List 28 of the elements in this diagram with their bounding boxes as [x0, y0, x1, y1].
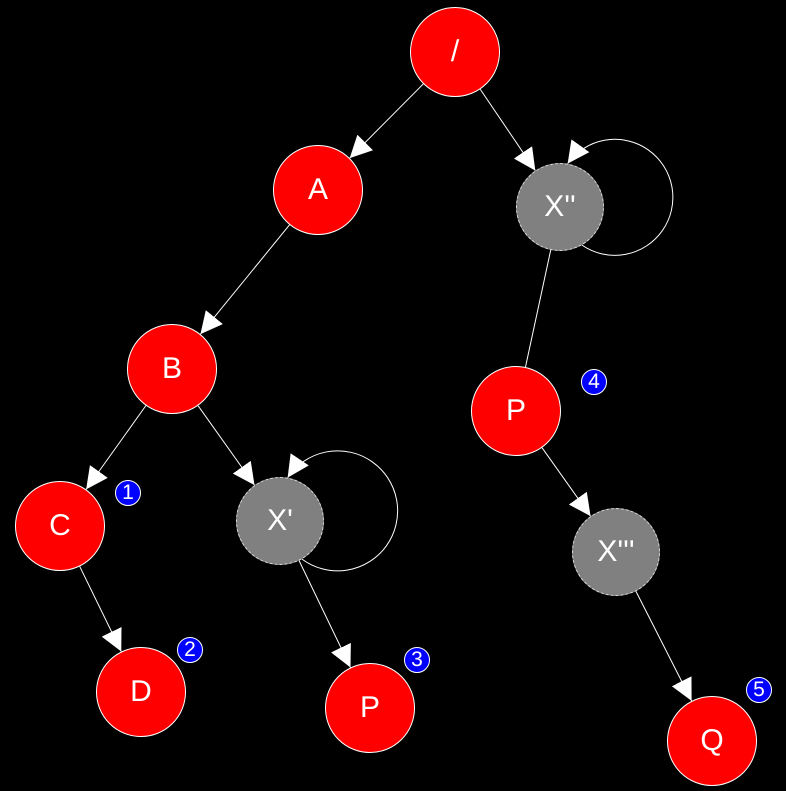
node-label: X'	[267, 504, 293, 538]
number-badge: 1	[115, 480, 141, 506]
node-label: Q	[700, 724, 724, 758]
node-label: D	[130, 675, 152, 709]
node-label: B	[162, 352, 182, 386]
arrow	[542, 447, 592, 517]
arrow	[86, 405, 146, 490]
arrow	[79, 566, 122, 652]
number-badge: 3	[404, 647, 430, 673]
number-badge: 5	[746, 677, 772, 703]
node-label: P	[506, 394, 526, 428]
node-label: X''	[544, 190, 576, 224]
arrow	[480, 88, 536, 172]
arrow	[287, 450, 398, 572]
node-label: P	[360, 691, 380, 725]
arrow	[635, 590, 692, 702]
node-label: X'''	[597, 535, 635, 569]
node-label: /	[450, 35, 460, 69]
node-label: A	[308, 173, 328, 207]
arrow	[198, 405, 256, 486]
arrow	[349, 83, 424, 159]
connector-line	[525, 250, 552, 368]
arrow	[200, 224, 290, 335]
number-badge: 4	[581, 369, 607, 395]
arrow	[298, 560, 351, 668]
node-label: C	[49, 509, 71, 543]
number-badge: 2	[177, 637, 203, 663]
arrow	[567, 138, 674, 256]
